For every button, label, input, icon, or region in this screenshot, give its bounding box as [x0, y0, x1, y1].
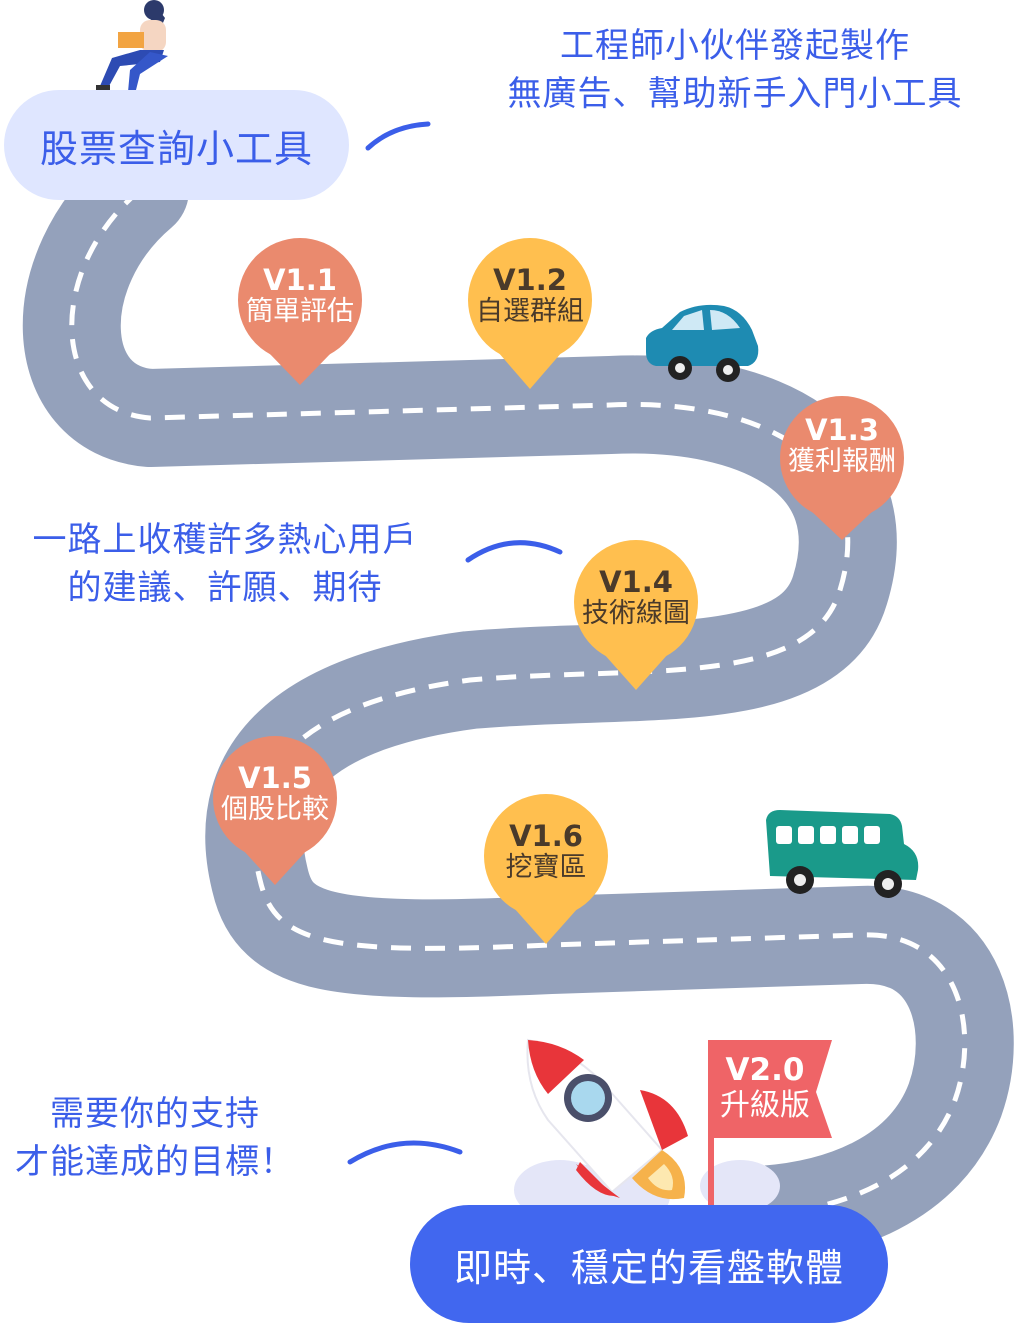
car-icon	[646, 304, 759, 382]
milestone-version: V1.6	[509, 819, 583, 853]
pin-v1-6	[484, 794, 608, 944]
feedback-note-line-1: 一路上收穫許多熱心用戶	[32, 520, 418, 560]
bus-icon	[766, 810, 919, 898]
goal-flag-version: V2.0	[725, 1052, 805, 1088]
milestone-title: 獲利報酬	[788, 446, 896, 477]
intro-note: 工程師小伙伴發起製作 無廣告、幫助新手入門小工具	[470, 22, 1000, 118]
pin-v1-3	[780, 396, 904, 540]
milestone-version: V1.4	[599, 565, 673, 599]
flag-icon	[708, 1040, 832, 1208]
milestone-title: 自選群組	[476, 296, 584, 327]
milestone-title: 技術線圖	[582, 598, 690, 629]
person-laptop-icon	[96, 0, 168, 98]
milestone-v1-6: V1.6 挖寶區	[482, 820, 610, 884]
feedback-note: 一路上收穫許多熱心用戶 的建議、許願、期待	[0, 516, 450, 612]
milestone-version: V1.2	[493, 263, 567, 297]
goal-flag-label: V2.0 升級版	[706, 1052, 824, 1124]
milestone-v1-3: V1.3 獲利報酬	[778, 414, 906, 478]
swoosh-bottom	[347, 1140, 463, 1165]
goal-flag-title: 升級版	[720, 1088, 810, 1123]
milestone-version: V1.1	[263, 263, 337, 297]
swoosh-mid	[465, 540, 563, 563]
milestone-v1-2: V1.2 自選群組	[466, 264, 594, 328]
pin-v1-4	[574, 540, 698, 690]
road-center-line	[69, 188, 968, 1218]
milestone-v1-5: V1.5 個股比較	[211, 762, 339, 826]
milestone-version: V1.3	[805, 413, 879, 447]
pin-v1-1	[238, 238, 362, 385]
intro-note-line-2: 無廣告、幫助新手入門小工具	[507, 74, 963, 114]
milestone-title: 挖寶區	[505, 852, 587, 883]
milestone-v1-4: V1.4 技術線圖	[572, 566, 700, 630]
milestone-version: V1.5	[238, 761, 312, 795]
feedback-note-line-2: 的建議、許願、期待	[67, 568, 383, 608]
start-pill: 股票查詢小工具	[4, 90, 349, 200]
intro-note-line-1: 工程師小伙伴發起製作	[560, 26, 910, 66]
swoosh-top	[365, 121, 431, 151]
milestone-title: 個股比較	[221, 794, 329, 825]
rocket-icon	[526, 1038, 688, 1200]
milestone-title: 簡單評估	[246, 296, 354, 327]
goal-pill: 即時、穩定的看盤軟體	[410, 1205, 888, 1323]
milestone-v1-1: V1.1 簡單評估	[236, 264, 364, 328]
support-note-line-1: 需要你的支持	[50, 1094, 260, 1134]
pin-v1-2	[468, 238, 592, 389]
support-note: 需要你的支持 才能達成的目標！	[0, 1090, 310, 1186]
pin-v1-5	[213, 736, 337, 885]
support-note-line-2: 才能達成的目標！	[15, 1142, 295, 1182]
